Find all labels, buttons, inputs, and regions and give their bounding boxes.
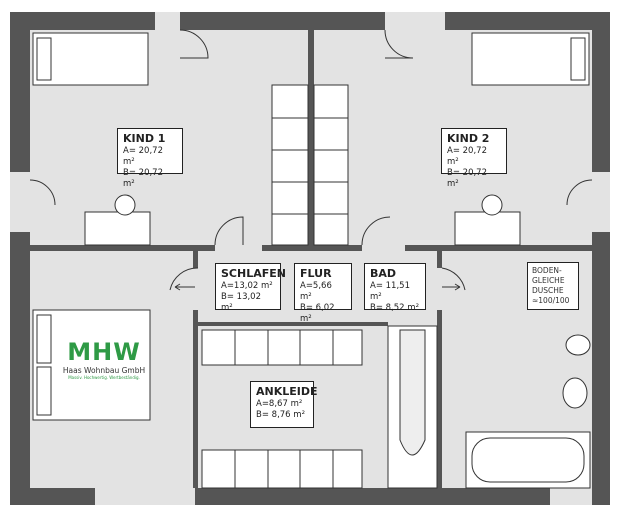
toilet bbox=[565, 334, 591, 356]
room-label-ankleide: ANKLEIDE A=8,67 m² B= 8,76 m² bbox=[250, 381, 318, 428]
staircase-lower bbox=[201, 325, 438, 489]
room-label-kind2: KIND 2 A= 20,72 m² B= 20,72 m² bbox=[441, 128, 507, 189]
shower-label: BODEN- GLEICHE DUSCHE ≈100/100 bbox=[527, 262, 579, 310]
sink bbox=[562, 377, 588, 409]
interior-walls bbox=[30, 30, 592, 488]
bed-kind1 bbox=[32, 32, 149, 86]
room-label-flur: FLUR A=5,66 m² B= 6,02 m² bbox=[294, 263, 352, 324]
desk-kind1 bbox=[84, 211, 151, 246]
doors bbox=[29, 29, 593, 291]
desk-kind2 bbox=[454, 211, 521, 246]
staircase-upper bbox=[271, 84, 349, 246]
room-label-kind1: KIND 1 A= 20,72 m² B= 20,72 m² bbox=[117, 128, 183, 189]
room-label-bad: BAD A= 11,51 m² B= 8,52 m² bbox=[364, 263, 426, 313]
outer-walls bbox=[10, 12, 610, 505]
company-logo: MHW Haas Wohnbau GmbH Massiv. Hochwertig… bbox=[62, 338, 146, 380]
bed-kind2 bbox=[471, 32, 590, 86]
bed-schlafen bbox=[32, 309, 151, 421]
room-label-schlafen: SCHLAFEN A=13,02 m² B= 13,02 m² bbox=[215, 263, 286, 313]
